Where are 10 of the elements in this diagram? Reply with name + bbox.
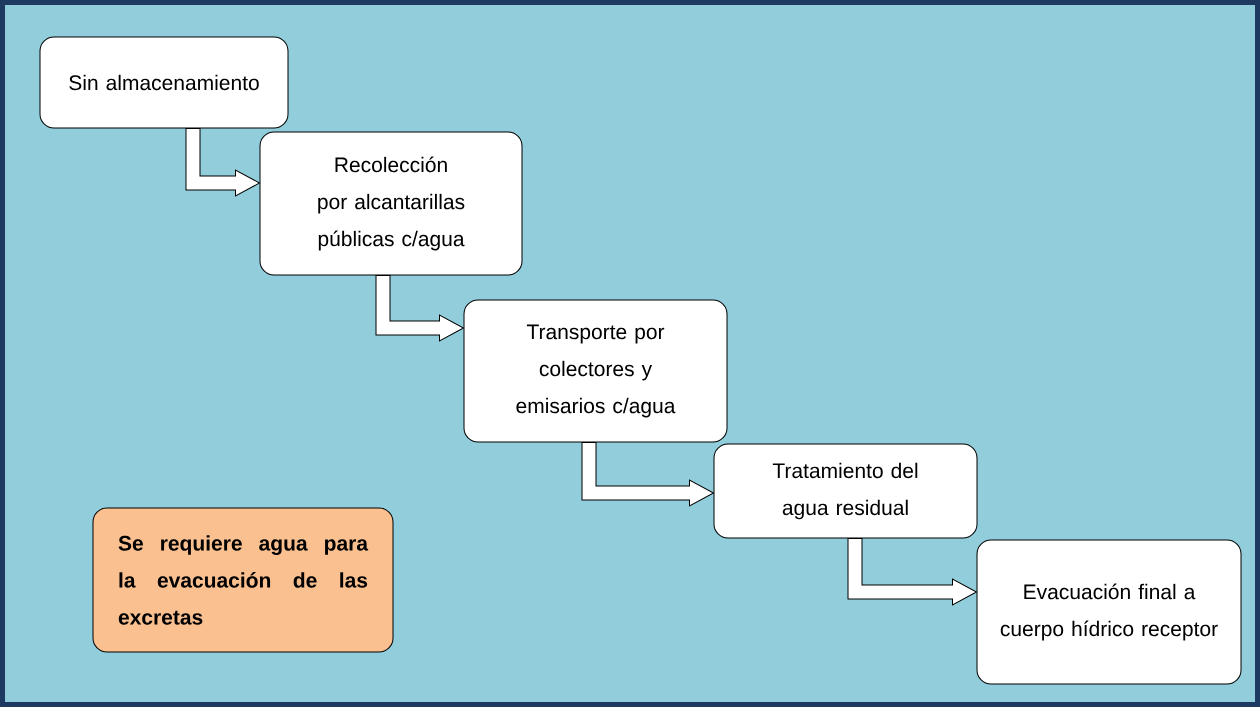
bent-arrow [185, 128, 260, 197]
bent-arrow [581, 442, 714, 507]
process-box: Recolección por alcantarillas públicas c/agua [259, 131, 523, 276]
process-box: Transporte por colectores y emisarios c/agua [463, 299, 728, 443]
bent-arrow [375, 275, 464, 342]
bent-arrow [847, 538, 977, 606]
process-box: Tratamiento del agua residual [713, 443, 978, 539]
process-box: Evacuación final a cuerpo hídrico receptor [976, 539, 1242, 685]
note-box: Se requiere agua para la evacuación de las excretas [92, 507, 394, 653]
process-box: Sin almacenamiento [39, 36, 289, 129]
